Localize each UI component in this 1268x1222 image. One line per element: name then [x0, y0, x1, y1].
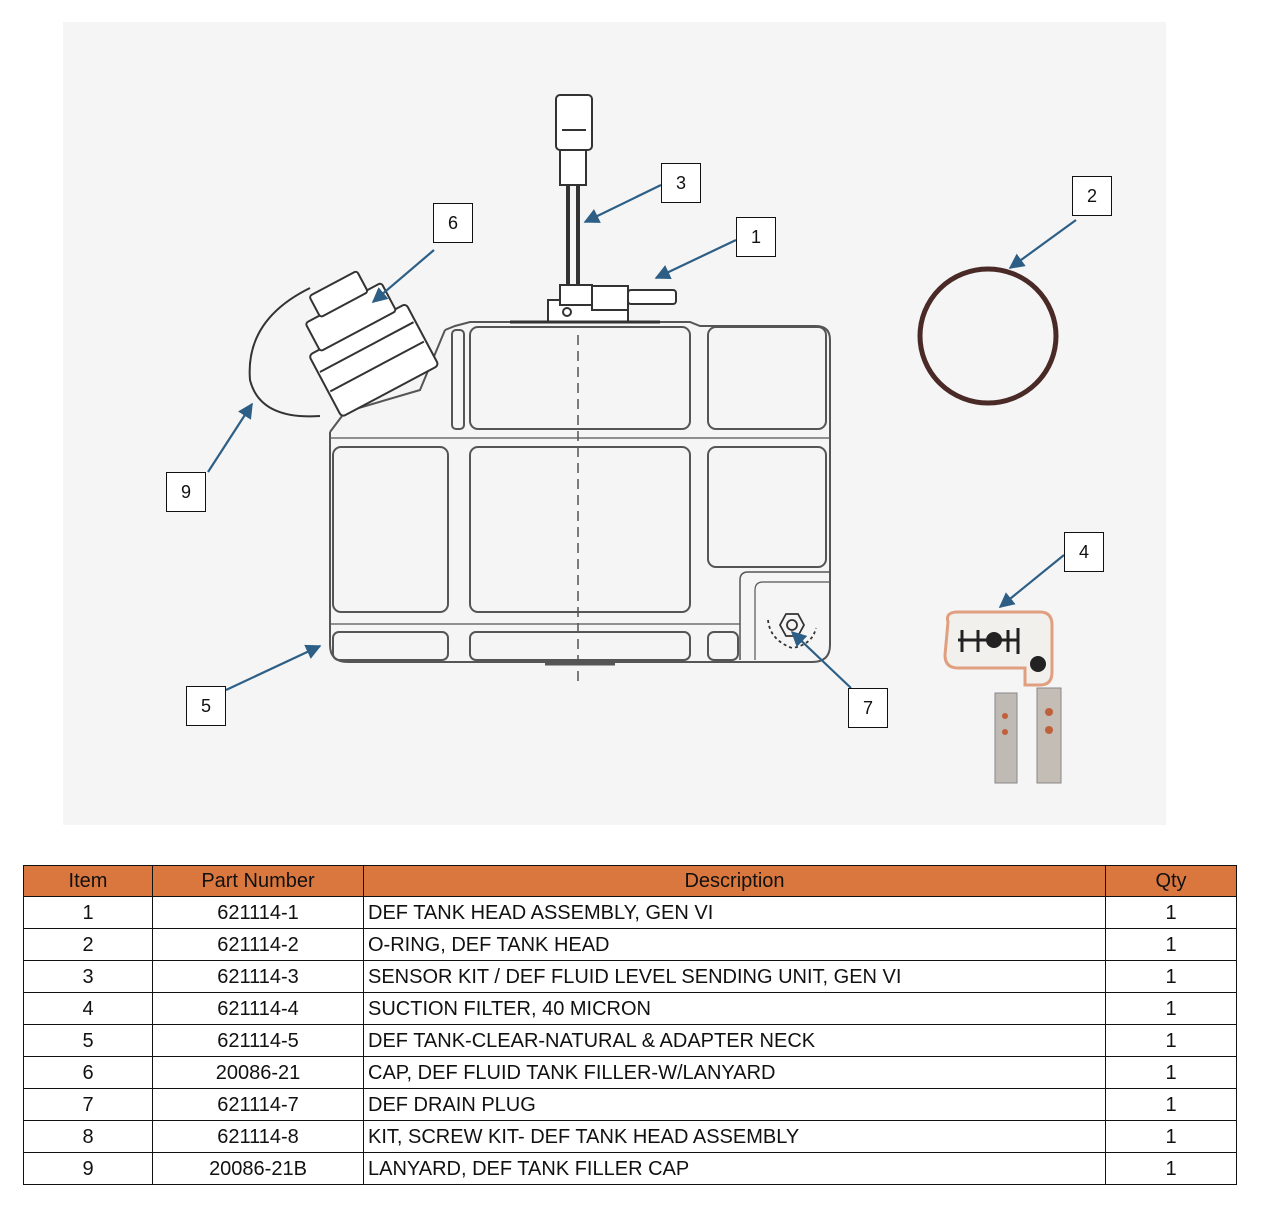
callout-6: 6	[433, 203, 473, 243]
cell-description: DEF TANK-CLEAR-NATURAL & ADAPTER NECK	[363, 1024, 1106, 1057]
cell-qty: 1	[1105, 1088, 1237, 1121]
header-description: Description	[363, 865, 1106, 897]
cell-description: SUCTION FILTER, 40 MICRON	[363, 992, 1106, 1025]
callout-4: 4	[1064, 532, 1104, 572]
cell-qty: 1	[1105, 896, 1237, 929]
cell-description: O-RING, DEF TANK HEAD	[363, 928, 1106, 961]
table-header-row: Item Part Number Description Qty	[23, 865, 1237, 897]
o-ring	[917, 266, 1059, 406]
sensor-kit	[555, 94, 593, 285]
cell-item: 7	[23, 1088, 153, 1121]
drain-plug	[767, 613, 817, 649]
header-item: Item	[23, 865, 153, 897]
cell-part-number: 20086-21B	[152, 1152, 364, 1185]
cell-description: LANYARD, DEF TANK FILLER CAP	[363, 1152, 1106, 1185]
cell-part-number: 621114-5	[152, 1024, 364, 1057]
cell-description: DEF TANK HEAD ASSEMBLY, GEN VI	[363, 896, 1106, 929]
cell-part-number: 20086-21	[152, 1056, 364, 1089]
cell-part-number: 621114-7	[152, 1088, 364, 1121]
def-tank-body	[329, 321, 831, 685]
cell-qty: 1	[1105, 960, 1237, 993]
callout-7: 7	[848, 688, 888, 728]
header-qty: Qty	[1105, 865, 1237, 897]
cell-item: 4	[23, 992, 153, 1025]
cell-part-number: 621114-1	[152, 896, 364, 929]
tank-head-assembly	[510, 284, 677, 324]
cell-item: 3	[23, 960, 153, 993]
cell-item: 1	[23, 896, 153, 929]
cell-description: SENSOR KIT / DEF FLUID LEVEL SENDING UNI…	[363, 960, 1106, 993]
cell-description: CAP, DEF FLUID TANK FILLER-W/LANYARD	[363, 1056, 1106, 1089]
callout-1: 1	[736, 217, 776, 257]
callout-5: 5	[186, 686, 226, 726]
callout-2: 2	[1072, 176, 1112, 216]
header-part-number: Part Number	[152, 865, 364, 897]
filler-cap	[305, 270, 439, 417]
cell-description: DEF DRAIN PLUG	[363, 1088, 1106, 1121]
cell-description: KIT, SCREW KIT- DEF TANK HEAD ASSEMBLY	[363, 1120, 1106, 1153]
suction-filter	[943, 610, 1062, 784]
cell-item: 2	[23, 928, 153, 961]
cell-qty: 1	[1105, 1152, 1237, 1185]
cell-qty: 1	[1105, 1024, 1237, 1057]
leader-arrows	[207, 184, 1077, 691]
cell-item: 5	[23, 1024, 153, 1057]
cell-item: 6	[23, 1056, 153, 1089]
callout-9: 9	[166, 472, 206, 512]
cell-part-number: 621114-2	[152, 928, 364, 961]
cell-part-number: 621114-4	[152, 992, 364, 1025]
cell-qty: 1	[1105, 928, 1237, 961]
cell-part-number: 621114-3	[152, 960, 364, 993]
cell-qty: 1	[1105, 992, 1237, 1025]
exploded-parts-diagram	[207, 94, 1077, 784]
callout-3: 3	[661, 163, 701, 203]
cell-item: 8	[23, 1120, 153, 1153]
cell-qty: 1	[1105, 1056, 1237, 1089]
lanyard	[248, 287, 321, 418]
diagram-panel	[63, 22, 1166, 825]
cell-item: 9	[23, 1152, 153, 1185]
cell-qty: 1	[1105, 1120, 1237, 1153]
cell-part-number: 621114-8	[152, 1120, 364, 1153]
